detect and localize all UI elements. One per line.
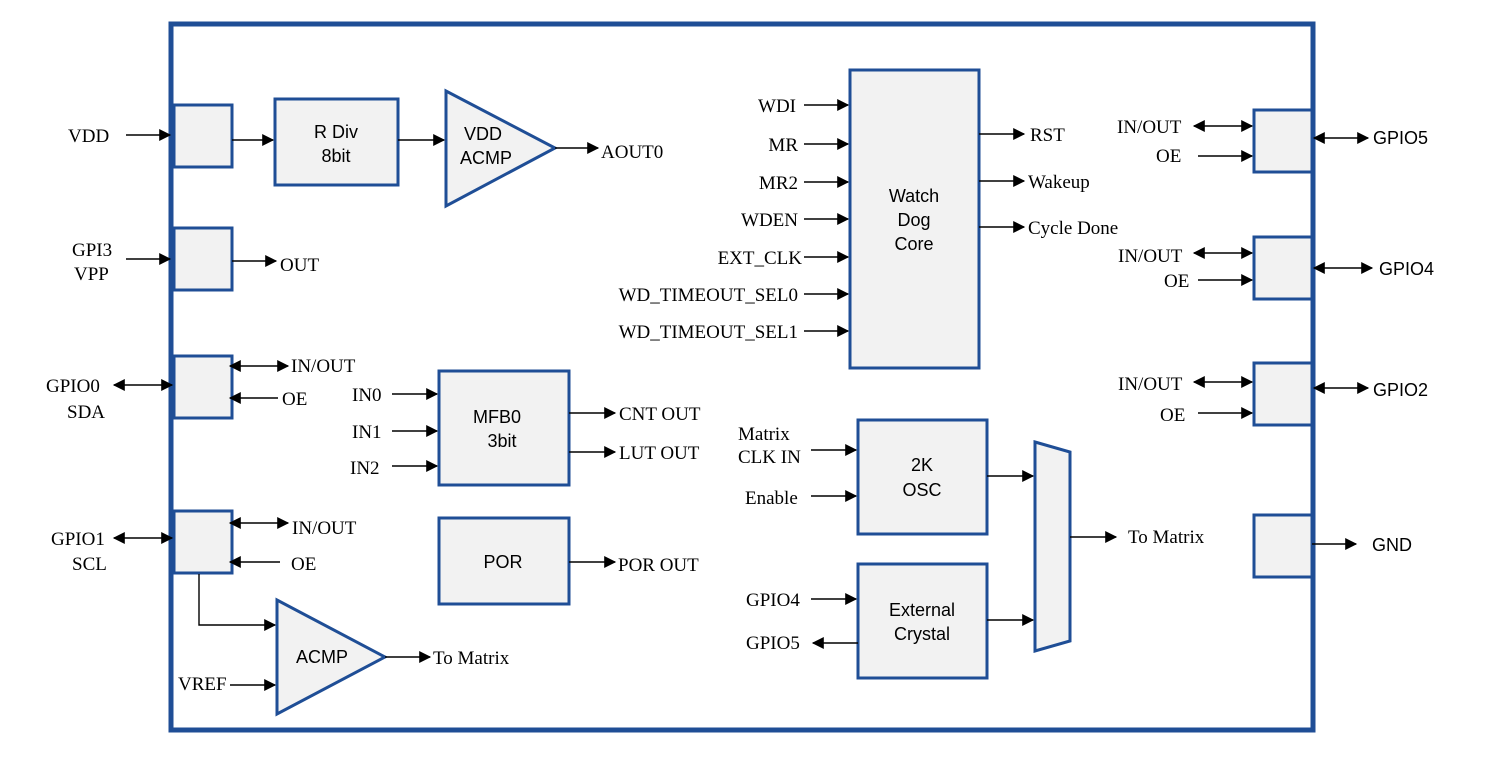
gpio1-to-acmp-arrow	[198, 574, 277, 631]
gpio1-pin-label: GPIO1	[51, 529, 105, 550]
gpio1-oe-label: OE	[291, 554, 316, 575]
gpio0-pad	[172, 354, 234, 420]
mfb0-block	[437, 369, 571, 487]
osc-label-line2: OSC	[902, 480, 941, 500]
xtal-gpio4-label: GPIO4	[746, 590, 800, 611]
gpio0-inout-label: IN/OUT	[291, 356, 356, 377]
in2-label: IN2	[350, 458, 380, 479]
mr-label: MR	[768, 135, 798, 156]
mfb0-label-line1: MFB0	[473, 407, 521, 427]
cnt-out-label: CNT OUT	[619, 404, 701, 425]
gpio5-pad	[1252, 108, 1314, 174]
clk-in-label: CLK IN	[738, 447, 801, 468]
aout0-label: AOUT0	[601, 142, 663, 163]
wd-timeout-sel1-label: WD_TIMEOUT_SEL1	[619, 322, 798, 343]
gpio4-pad	[1252, 235, 1314, 301]
in0-label: IN0	[352, 385, 382, 406]
wd-label-line2: Dog	[897, 210, 930, 230]
gpio5-oe-label: OE	[1156, 146, 1181, 167]
scl-pin-label: SCL	[72, 554, 107, 575]
rdiv-label-line2: 8bit	[321, 146, 350, 166]
gpio1-inout-label: IN/OUT	[292, 518, 357, 539]
gpio2-oe-label: OE	[1160, 405, 1185, 426]
clock-mux	[1033, 440, 1072, 653]
wden-label: WDEN	[741, 210, 798, 231]
watch-dog-core-block	[848, 68, 981, 370]
external-crystal-block	[856, 562, 989, 680]
xtal-gpio5-label: GPIO5	[746, 633, 800, 654]
acmp-to-matrix-label: To Matrix	[433, 648, 510, 669]
mux-to-matrix-label: To Matrix	[1128, 527, 1205, 548]
por-label: POR	[483, 552, 522, 572]
wakeup-label: Wakeup	[1028, 172, 1090, 193]
vdd-pin-label: VDD	[68, 126, 109, 147]
rst-label: RST	[1030, 125, 1065, 146]
osc-2k-block	[856, 418, 989, 536]
gpio4-pin-label: GPIO4	[1379, 259, 1434, 279]
gpio4-oe-label: OE	[1164, 271, 1189, 292]
vdd-acmp-triangle	[444, 88, 559, 209]
gnd-pin-label: GND	[1372, 535, 1412, 555]
osc-label-line1: 2K	[911, 455, 933, 475]
matrix-label: Matrix	[738, 424, 790, 445]
gpio0-pin-label: GPIO0	[46, 376, 100, 397]
por-out-label: POR OUT	[618, 555, 699, 576]
vdd-acmp-label-line1: VDD	[464, 124, 502, 144]
vdd-pad	[172, 103, 234, 169]
xtal-label-line2: Crystal	[894, 624, 950, 644]
mr2-label: MR2	[759, 173, 798, 194]
r-div-block	[273, 97, 400, 187]
gpio1-pad	[172, 509, 234, 575]
acmp-label: ACMP	[296, 647, 348, 667]
cycle-done-label: Cycle Done	[1028, 218, 1118, 239]
enable-label: Enable	[745, 488, 798, 509]
gpio0-oe-label: OE	[282, 389, 307, 410]
gpio5-pin-label: GPIO5	[1373, 128, 1428, 148]
rdiv-label-line1: R Div	[314, 122, 358, 142]
wd-label-line1: Watch	[889, 186, 939, 206]
gpio5-inout-label: IN/OUT	[1117, 117, 1182, 138]
gpio2-pad	[1252, 361, 1314, 427]
gpi3-pad	[172, 226, 234, 292]
gpio4-inout-label: IN/OUT	[1118, 246, 1183, 267]
por-block	[437, 516, 571, 606]
lut-out-label: LUT OUT	[619, 443, 700, 464]
wd-label-line3: Core	[894, 234, 933, 254]
gpio2-inout-label: IN/OUT	[1118, 374, 1183, 395]
ext-clk-label: EXT_CLK	[718, 248, 803, 269]
vpp-pin-label: VPP	[74, 264, 109, 285]
gpio2-pin-label: GPIO2	[1373, 380, 1428, 400]
vref-label: VREF	[178, 674, 227, 695]
out-label: OUT	[280, 255, 319, 276]
xtal-label-line1: External	[889, 600, 955, 620]
wd-timeout-sel0-label: WD_TIMEOUT_SEL0	[619, 285, 798, 306]
acmp-triangle	[275, 597, 389, 717]
gpi3-pin-label: GPI3	[72, 240, 112, 261]
gnd-pad	[1252, 513, 1314, 579]
sda-pin-label: SDA	[67, 402, 105, 423]
mfb0-label-line2: 3bit	[487, 431, 516, 451]
vdd-acmp-label-line2: ACMP	[460, 148, 512, 168]
wdi-label: WDI	[758, 96, 796, 117]
in1-label: IN1	[352, 422, 382, 443]
